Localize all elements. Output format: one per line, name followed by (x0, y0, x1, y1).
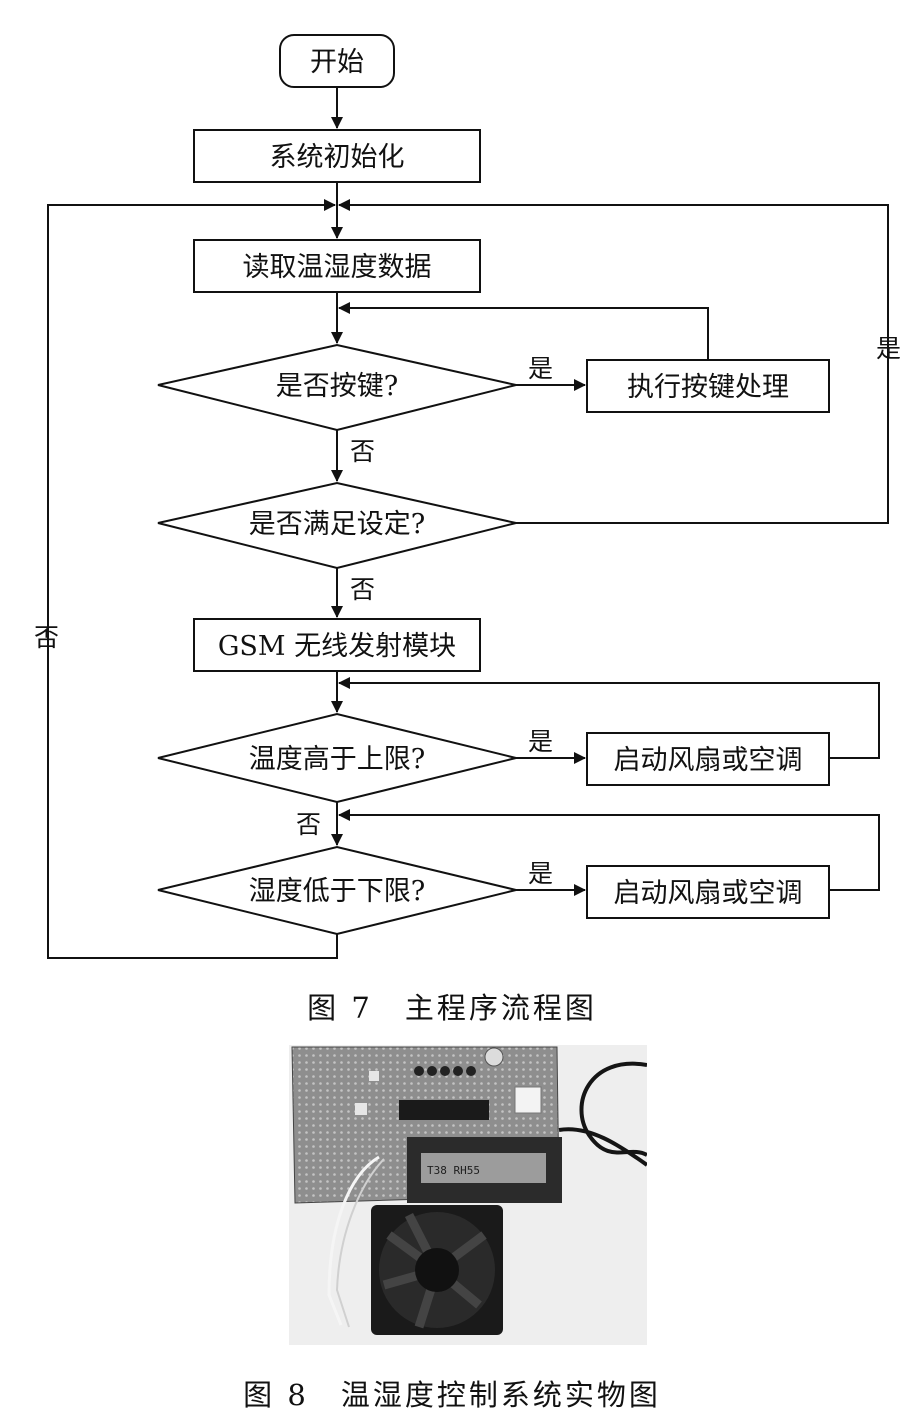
temp-check-label: 温度高于上限? (249, 744, 425, 775)
setting-yes-label: 是 (876, 334, 901, 363)
humid-no-label: 否 (34, 623, 59, 652)
humid-yes-label: 是 (528, 859, 553, 888)
fan-label-2: 启动风扇或空调 (614, 878, 803, 909)
figure-8-caption: 图 8 温湿度控制系统实物图 (243, 1378, 661, 1412)
perfboard: T38 RH55 (291, 1046, 562, 1204)
lcd-readout: T38 RH55 (427, 1164, 480, 1177)
fan-box-2 (586, 865, 830, 919)
key-yes-label: 是 (528, 354, 553, 383)
key-check-label: 是否按键? (276, 371, 398, 402)
flowchart: 开始 系统初始化 读取温湿度数据 是否按键? 执行按键处理 是否满足设定? GS… (34, 34, 901, 959)
fan-label-1: 启动风扇或空调 (614, 745, 803, 776)
humid-check-label: 湿度低于下限? (249, 876, 425, 907)
key-no-label: 否 (350, 437, 375, 466)
setting-check-label: 是否满足设定? (249, 509, 425, 540)
gsm-label: GSM 无线发射模块 (218, 631, 456, 662)
start-label: 开始 (310, 47, 364, 78)
init-label: 系统初始化 (270, 142, 405, 173)
mcu-chip (399, 1100, 489, 1120)
system-photo: T38 RH55 (289, 1045, 647, 1345)
humidity-sensor (514, 1086, 542, 1114)
temp-yes-label: 是 (528, 727, 553, 756)
temp-no-label: 否 (296, 810, 321, 839)
key-process-label: 执行按键处理 (627, 372, 789, 403)
figure-7-caption: 图 7 主程序流程图 (307, 991, 597, 1025)
setting-no-label: 否 (350, 575, 375, 604)
read-label: 读取温湿度数据 (243, 252, 432, 283)
cooling-fan (371, 1205, 503, 1335)
